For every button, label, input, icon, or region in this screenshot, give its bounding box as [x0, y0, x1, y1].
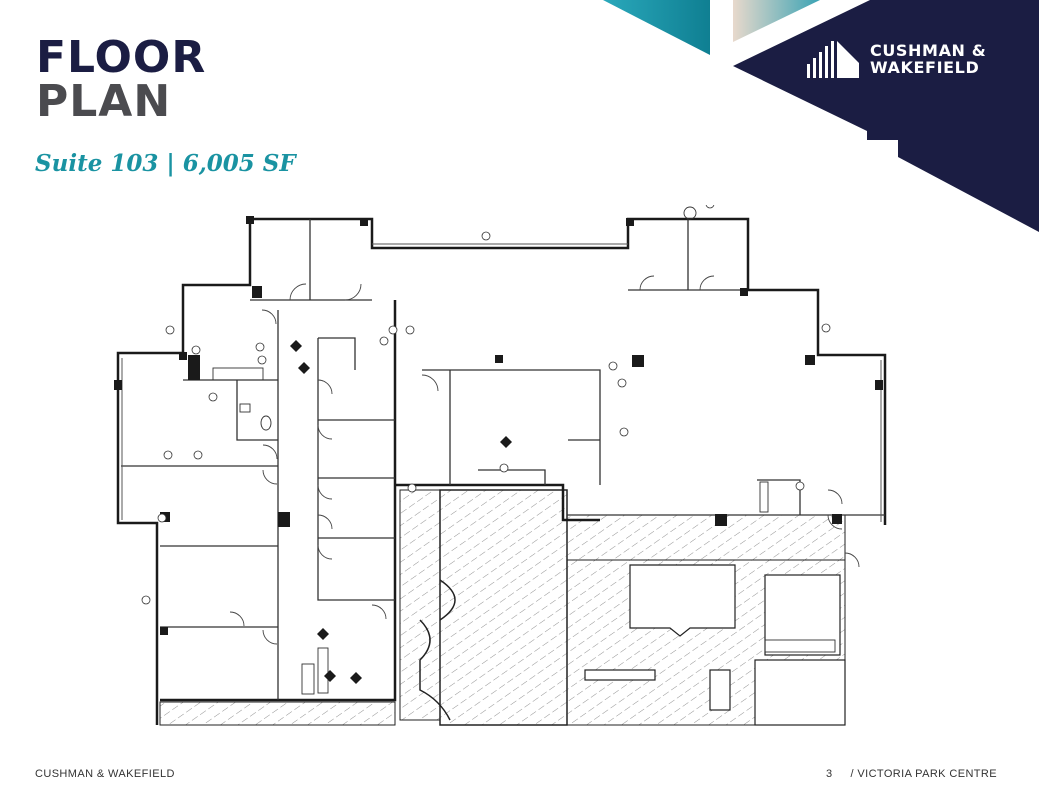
footer-company: CUSHMAN & WAKEFIELD	[35, 768, 175, 780]
suite-subtitle: Suite 103 | 6,005 SF	[35, 150, 296, 177]
brand-name: CUSHMAN & WAKEFIELD	[870, 42, 986, 76]
footer-property: / VICTORIA PARK CENTRE	[850, 768, 997, 780]
gradient-band	[733, 0, 820, 42]
hatched-common-areas	[159, 489, 846, 726]
building-bars-icon	[807, 41, 859, 78]
brand-name-line2: WAKEFIELD	[870, 58, 980, 77]
title-line2: PLAN	[36, 76, 172, 127]
brand-name-line1: CUSHMAN &	[870, 41, 987, 60]
navy-band	[733, 0, 1039, 232]
page-number: 3	[825, 768, 833, 780]
footer-page-info: 3 / VICTORIA PARK CENTRE	[826, 768, 997, 780]
page-title: FLOOR PLAN	[36, 36, 206, 124]
teal-triangle	[603, 0, 710, 55]
brand-logo: CUSHMAN & WAKEFIELD	[806, 40, 986, 78]
floor-plan-drawing	[114, 205, 887, 726]
title-line1: FLOOR	[36, 32, 207, 83]
